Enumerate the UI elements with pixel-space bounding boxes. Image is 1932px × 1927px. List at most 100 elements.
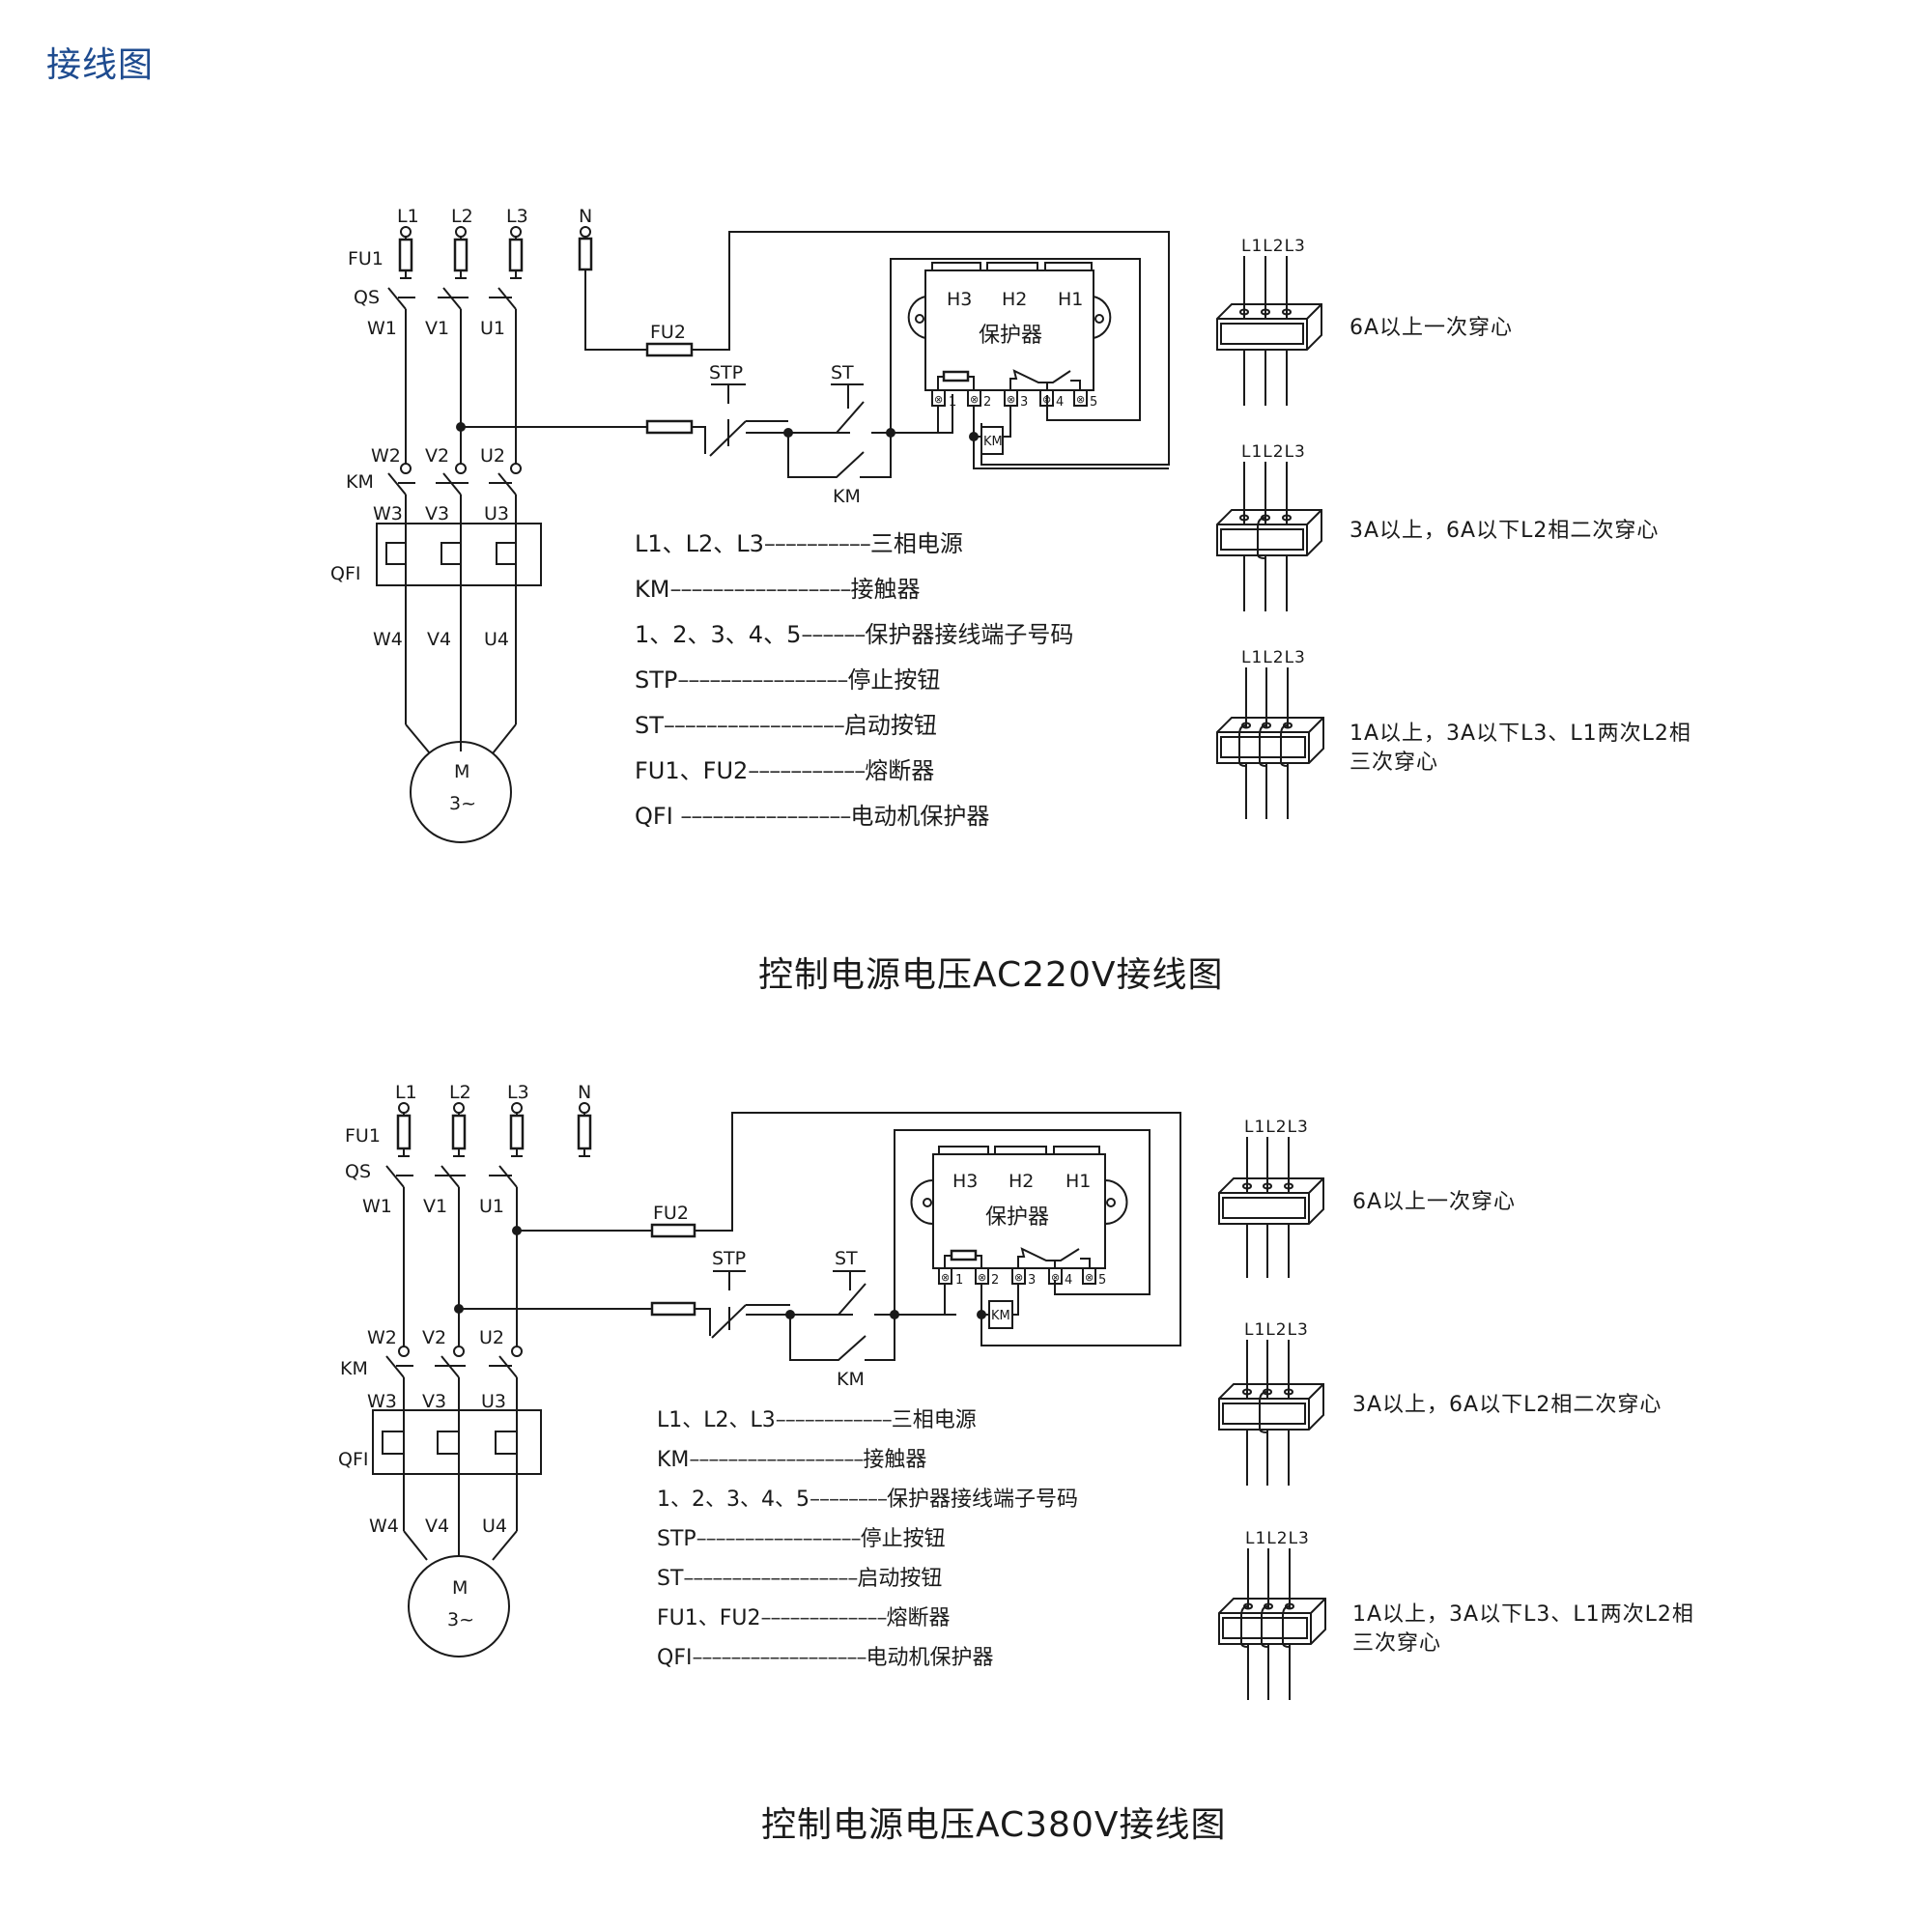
legend-desc: 接触器: [850, 576, 921, 603]
label-H2: H2: [1009, 1171, 1034, 1192]
label-ST: ST: [831, 362, 854, 383]
legend-dashes: ––––––––––: [763, 530, 871, 557]
legend-row: KM–––––––––––––––––接触器: [635, 567, 1073, 612]
ct-option-1pass: L1L2L3: [1216, 237, 1322, 406]
schematic-ac220: ⊗ ⊗ ⊗ ⊗ ⊗ L1 L2 L3 N FU1 QS W1: [330, 206, 1324, 843]
label-V4: V4: [427, 629, 451, 650]
label-terminal-1: 1: [955, 1273, 963, 1288]
svg-text:⊗: ⊗: [978, 1271, 986, 1284]
ct-phase-labels: L1L2L3: [1241, 648, 1306, 667]
legend-dashes: ––––––––––––––––: [677, 666, 848, 694]
motor-M: [408, 1555, 510, 1658]
svg-text:⊗: ⊗: [934, 393, 943, 406]
ct-phase-labels: L1L2L3: [1245, 1529, 1310, 1548]
label-terminal-4: 4: [1056, 395, 1064, 410]
protector-box: ⊗ ⊗ ⊗ ⊗ ⊗: [910, 1146, 1128, 1285]
legend-desc: 停止按钮: [860, 1527, 946, 1551]
legend-dashes: ––––––––––––––––––: [689, 1448, 864, 1472]
legend-row: STP––––––––––––––––停止按钮: [635, 658, 1073, 703]
legend-dashes: –––––––––––––––––: [696, 1527, 862, 1551]
legend-desc: 三相电源: [869, 530, 963, 557]
label-FU2: FU2: [653, 1203, 689, 1224]
label-protector: 保护器: [979, 324, 1042, 348]
label-V2: V2: [425, 445, 449, 467]
fuse-FU2: [645, 342, 694, 357]
control-circuit: ⊗ ⊗ ⊗ ⊗ ⊗: [584, 231, 1170, 478]
label-H1: H1: [1058, 289, 1083, 310]
diagram-caption: 控制电源电压AC380V接线图: [761, 1805, 1227, 1845]
label-W3: W3: [373, 503, 403, 524]
label-FU1: FU1: [345, 1125, 381, 1147]
label-V3: V3: [422, 1391, 446, 1412]
label-STP: STP: [709, 362, 743, 383]
label-QFI: QFI: [338, 1449, 369, 1470]
label-U2: U2: [480, 445, 505, 467]
label-W4: W4: [373, 629, 403, 650]
control-circuit: ⊗ ⊗ ⊗ ⊗ ⊗: [650, 1112, 1181, 1361]
label-L3: L3: [507, 1082, 529, 1103]
legend-code: QFI: [657, 1646, 693, 1670]
legend-code: KM: [635, 576, 670, 603]
ct-note-2: 3A以上，6A以下L2相二次穿心: [1350, 519, 1660, 543]
legend: L1、L2、L3––––––––––三相电源 KM–––––––––––––––…: [635, 522, 1073, 839]
switch-QS: [387, 287, 517, 310]
legend-code: FU1、FU2: [657, 1606, 761, 1630]
ct-option-3pass: L1L2L3: [1216, 648, 1324, 819]
ct-option-2pass: L1L2L3: [1218, 1320, 1324, 1486]
label-KM-coil: KM: [983, 435, 1003, 449]
label-W3: W3: [367, 1391, 397, 1412]
contactor-KM-aux: [789, 1315, 895, 1361]
svg-text:⊗: ⊗: [1085, 1271, 1094, 1284]
legend-desc: 电动机保护器: [850, 803, 990, 830]
legend-dashes: –––––––––––––––––: [669, 576, 851, 603]
legend-dashes: ––––––––––––––––––: [683, 1567, 858, 1591]
label-U4: U4: [484, 629, 509, 650]
label-L1: L1: [397, 206, 419, 227]
label-FU2: FU2: [650, 322, 686, 343]
label-W1: W1: [362, 1196, 392, 1217]
legend-code: 1、2、3、4、5: [657, 1488, 810, 1512]
terminal-L2: [455, 226, 467, 238]
legend-dashes: –––––––––––––––––: [663, 712, 845, 739]
schematic-labels: L1 L2 L3 N FU1 QS W1 V1 U1 W2 V2 U2 KM W…: [338, 1082, 1106, 1630]
diagram-caption: 控制电源电压AC220V接线图: [758, 955, 1224, 995]
legend-row: ST–––––––––––––––––启动按钮: [635, 703, 1073, 749]
svg-text:⊗: ⊗: [1076, 393, 1085, 406]
label-V2: V2: [422, 1327, 446, 1348]
ct-note-1: 6A以上一次穿心: [1352, 1190, 1517, 1214]
ct-note-3: 1A以上，3A以下L3、L1两次L2相三次穿心: [1350, 722, 1691, 775]
legend-dashes: –––––––––––––: [760, 1606, 888, 1630]
label-H3: H3: [947, 289, 972, 310]
label-terminal-3: 3: [1020, 395, 1028, 410]
legend-desc: 熔断器: [865, 757, 935, 784]
label-U2: U2: [479, 1327, 504, 1348]
label-QFI: QFI: [330, 563, 361, 584]
legend-row: FU1、FU2–––––––––––熔断器: [635, 749, 1073, 794]
svg-text:⊗: ⊗: [1051, 1271, 1060, 1284]
legend-code: QFI: [635, 803, 681, 830]
stop-button-STP: [709, 383, 788, 457]
legend-dashes: ––––––––: [810, 1488, 888, 1512]
label-L2: L2: [451, 206, 473, 227]
motor-protector-QFI: [372, 1409, 542, 1475]
legend-row: FU1、FU2–––––––––––––熔断器: [657, 1599, 1078, 1638]
label-H1: H1: [1065, 1171, 1091, 1192]
legend-row: ST––––––––––––––––––启动按钮: [657, 1559, 1078, 1599]
fuse-N: [577, 1113, 592, 1157]
label-V1: V1: [425, 318, 449, 339]
label-U1: U1: [479, 1196, 504, 1217]
legend-dashes: ––––––––––––––––––: [692, 1646, 867, 1670]
wiring-diagram-ac380: ⊗ ⊗ ⊗ ⊗ ⊗ L1 L2 L3 N FU1 QS W1 V1 U1: [0, 1067, 1932, 1898]
svg-text:⊗: ⊗: [941, 1271, 950, 1284]
label-STP: STP: [712, 1248, 746, 1269]
ct-note-2: 3A以上，6A以下L2相二次穿心: [1352, 1393, 1662, 1417]
legend-code: ST: [657, 1567, 684, 1591]
svg-text:⊗: ⊗: [970, 393, 979, 406]
start-button-ST: [833, 1270, 867, 1316]
wiring-diagram-ac220: ⊗ ⊗ ⊗ ⊗ ⊗ L1 L2 L3 N FU1 QS W1: [0, 184, 1932, 1014]
svg-text:⊗: ⊗: [1042, 393, 1051, 406]
label-KM-contact: KM: [833, 486, 861, 507]
fuse-FU1: [396, 1113, 525, 1157]
label-motor-3phase: 3~: [447, 1609, 474, 1630]
ct-note-1: 6A以上一次穿心: [1350, 316, 1514, 340]
